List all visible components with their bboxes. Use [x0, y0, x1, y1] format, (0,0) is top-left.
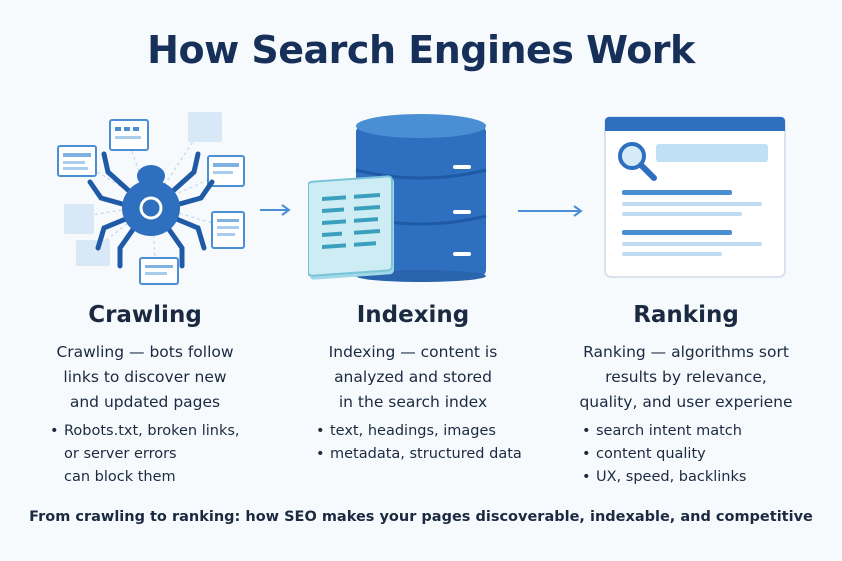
- stage-bullets-indexing: text, headings, images metadata, structu…: [316, 420, 546, 466]
- stage-description-indexing: Indexing — content is analyzed and store…: [328, 343, 498, 411]
- search-results-window-icon: [604, 116, 786, 278]
- stage-bullets-ranking: search intent match content quality UX, …: [582, 420, 802, 489]
- list-item: text, headings, images: [316, 420, 546, 443]
- arrow-right-icon: [518, 205, 583, 217]
- list-item: can block them: [64, 469, 176, 485]
- arrow-right-icon: [260, 204, 291, 216]
- stage-description-crawling: Crawling — bots follow links to discover…: [56, 343, 234, 411]
- list-item: UX, speed, backlinks: [582, 466, 802, 489]
- list-item: content quality: [582, 443, 802, 466]
- list-item: search intent match: [582, 420, 802, 443]
- spider-bot-icon: [57, 112, 245, 285]
- list-item: metadata, structured data: [316, 443, 546, 466]
- stage-description-ranking: Ranking — algorithms sort results by rel…: [579, 343, 793, 411]
- stage-heading-ranking: Ranking: [633, 302, 739, 328]
- list-item: or server errors: [64, 446, 177, 462]
- database-document-icon: [308, 114, 487, 282]
- web-page-icon: [57, 145, 97, 177]
- list-item: Robots.txt, broken links,: [50, 420, 270, 443]
- stage-heading-crawling: Crawling: [88, 302, 202, 328]
- magnifier-icon: [618, 142, 657, 181]
- stage-heading-indexing: Indexing: [356, 302, 470, 328]
- page-title: How Search Engines Work: [147, 28, 695, 72]
- stage-bullets-crawling: Robots.txt, broken links, or server erro…: [50, 420, 270, 489]
- footer-caption: From crawling to ranking: how SEO makes …: [29, 509, 813, 525]
